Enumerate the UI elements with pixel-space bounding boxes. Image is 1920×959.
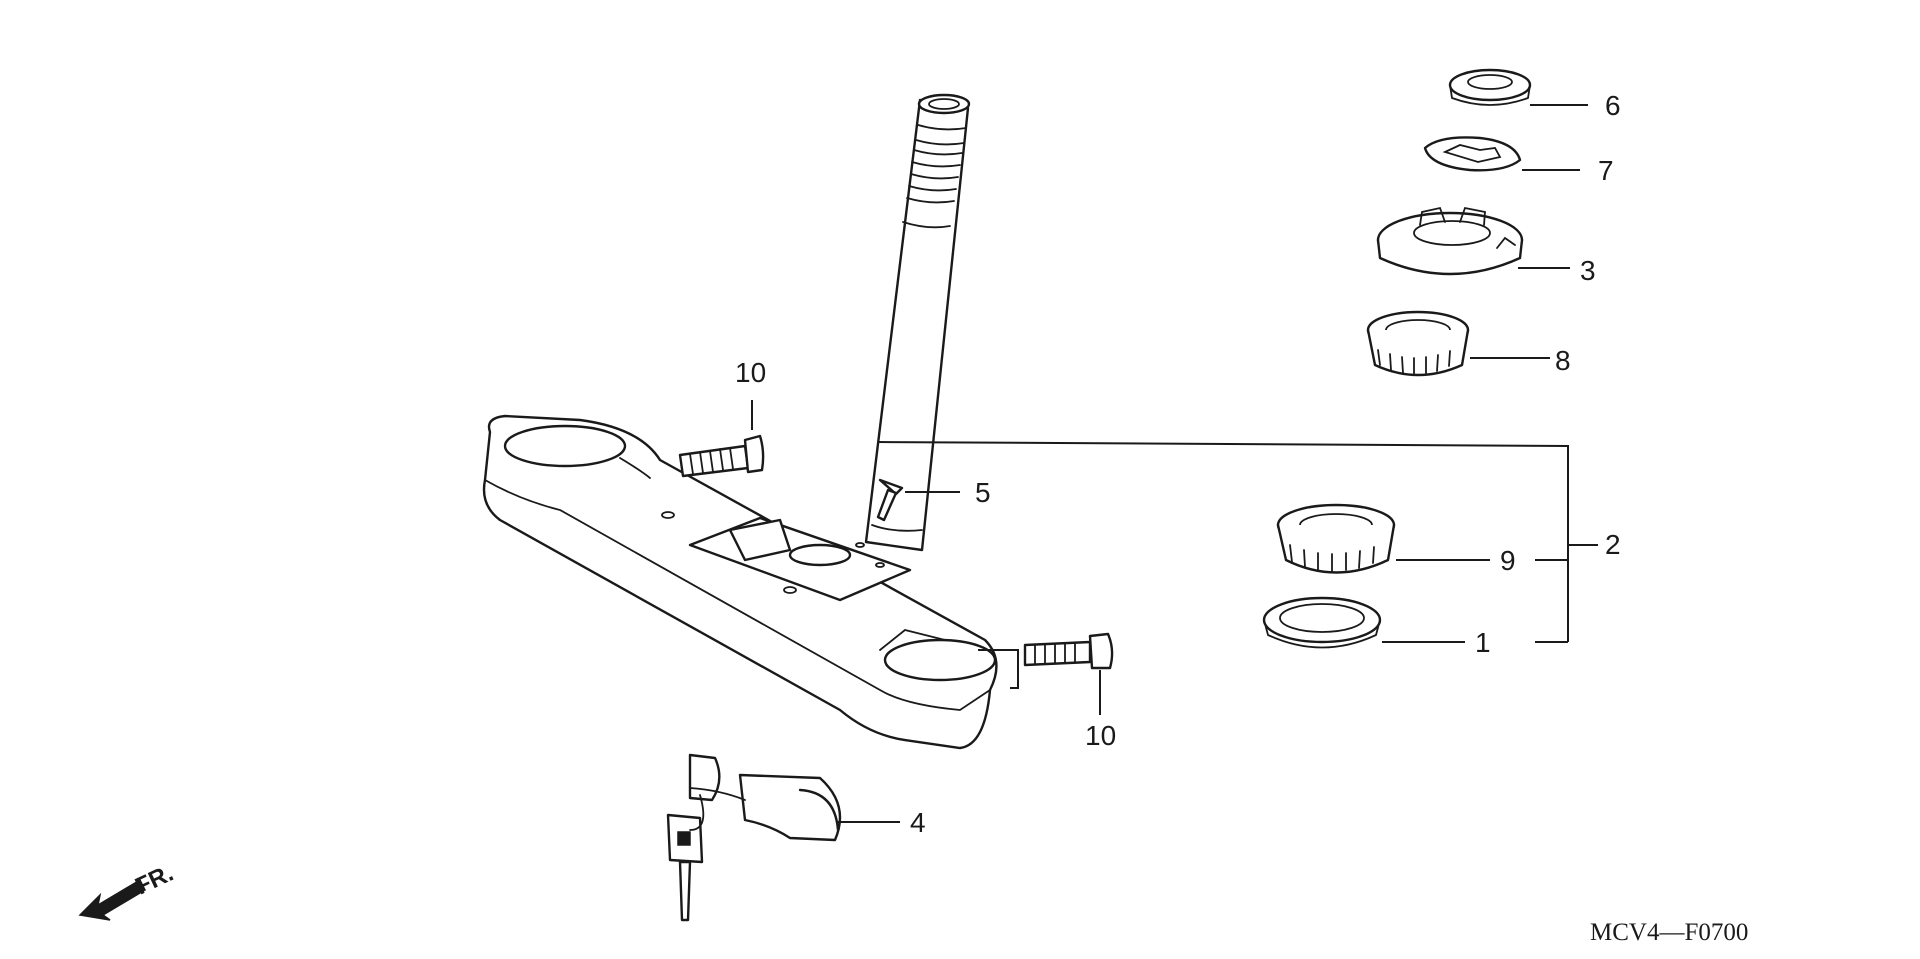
- lock-nut: [1448, 68, 1532, 106]
- steering-lock: [666, 753, 842, 922]
- lock-washer: [1423, 136, 1522, 172]
- screw: [876, 478, 904, 522]
- bottom-bridge: [482, 414, 998, 750]
- callout-6: 6: [1605, 90, 1621, 121]
- leader-lines: [751, 104, 1598, 823]
- callout-4: 4: [910, 807, 926, 838]
- callout-2: 2: [1605, 529, 1621, 560]
- steering-stem: [864, 93, 971, 552]
- lower-bearing: [1276, 503, 1396, 574]
- dust-seal: [1262, 596, 1382, 649]
- adjusting-nut: [1376, 206, 1524, 276]
- front-direction-arrow-icon: [78, 878, 146, 921]
- callout-10-upper: 10: [735, 357, 766, 388]
- diagram-code: MCV4—F0700: [1590, 919, 1748, 946]
- callout-8: 8: [1555, 345, 1571, 376]
- upper-bearing: [1366, 310, 1470, 377]
- bolt-lower: [1023, 632, 1114, 670]
- callout-1: 1: [1475, 627, 1491, 658]
- callout-7: 7: [1598, 155, 1614, 186]
- bolt-upper: [678, 434, 765, 478]
- callout-5: 5: [975, 477, 991, 508]
- callout-9: 9: [1500, 545, 1516, 576]
- callout-10-lower: 10: [1085, 720, 1116, 751]
- callout-3: 3: [1580, 255, 1596, 286]
